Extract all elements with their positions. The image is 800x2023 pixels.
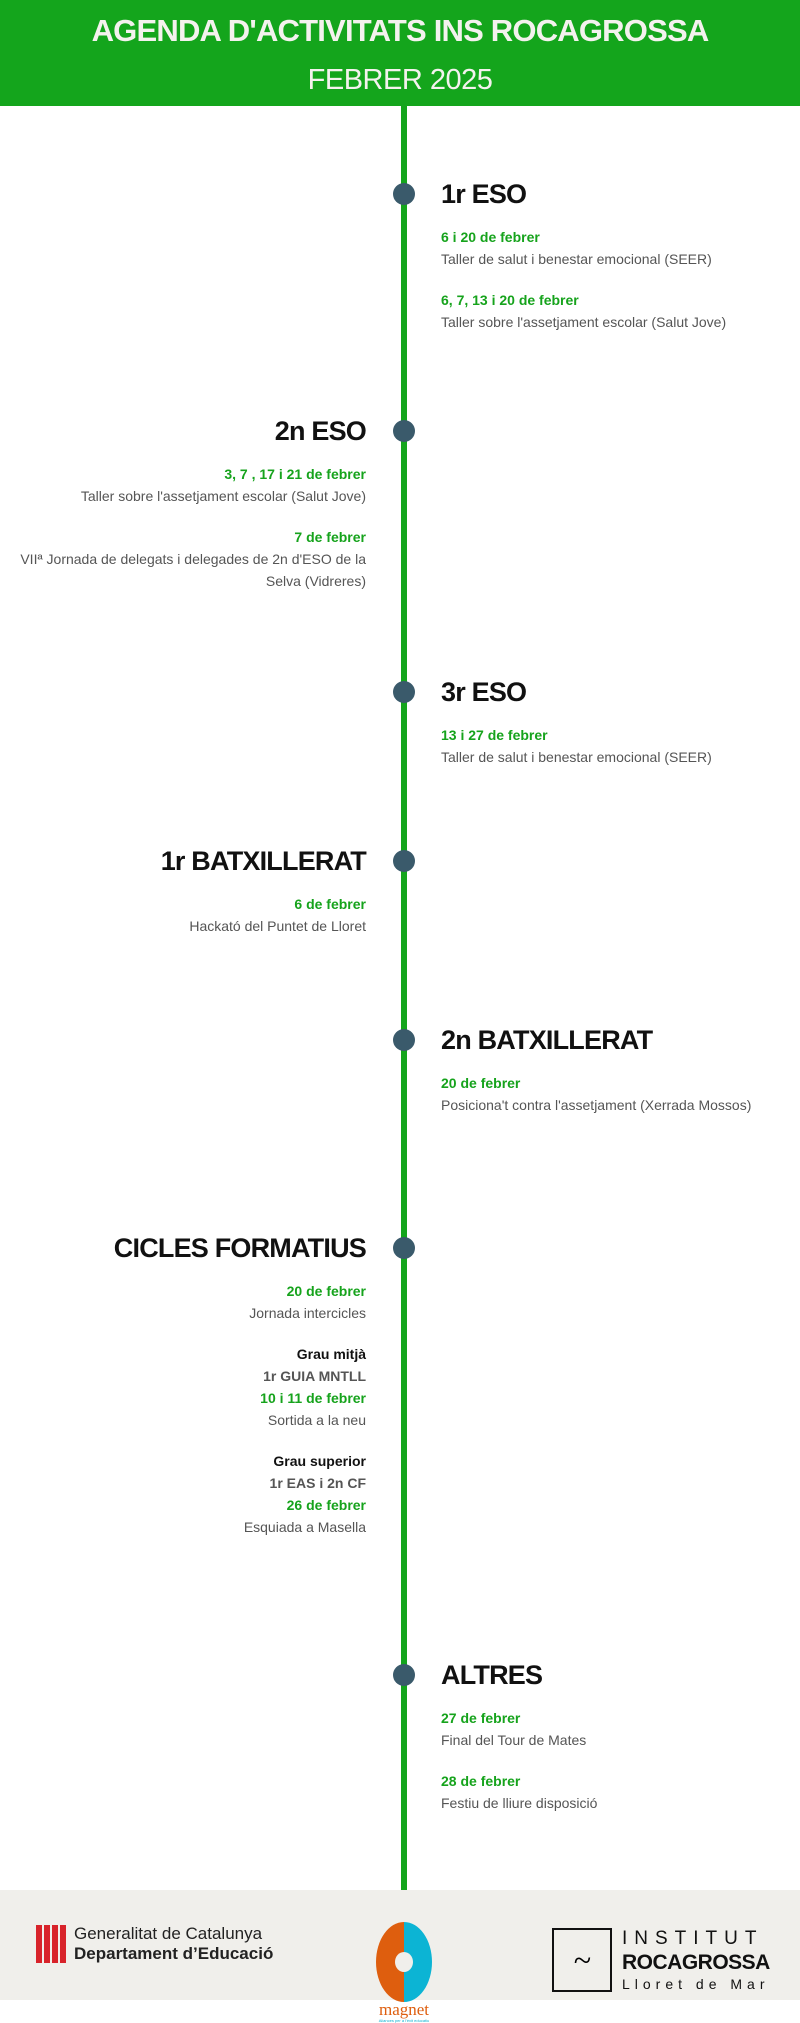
institut-location: Lloret de Mar	[622, 1976, 770, 1992]
institut-label: INSTITUT	[622, 1928, 764, 1949]
activity-desc: Taller de salut i benestar emocional (SE…	[441, 251, 712, 267]
activity-desc: Sortida a la neu	[267, 1412, 366, 1428]
activity-label: Grau mitjà	[296, 1346, 366, 1362]
magnet-ring-icon	[376, 1922, 432, 2002]
activity-sub: 1r GUIA MNTLL	[263, 1368, 366, 1384]
activity-desc: Final del Tour de Mates	[441, 1732, 587, 1748]
section-heading: 2n ESO	[274, 416, 367, 446]
section-heading: 1r BATXILLERAT	[160, 846, 367, 876]
activity-date: 6 i 20 de febrer	[441, 229, 540, 245]
timeline-dot	[393, 1029, 415, 1051]
timeline-line	[401, 106, 407, 1892]
magnet-logo: magnet Aliances per a l'èxit educatiu	[376, 1922, 432, 2023]
activity-desc: VIIª Jornada de delegats i delegades de …	[20, 551, 366, 589]
activity-desc: Taller de salut i benestar emocional (SE…	[441, 749, 712, 765]
activity-desc: Jornada intercicles	[249, 1305, 366, 1321]
timeline-dot	[393, 183, 415, 205]
activity-desc: Taller sobre l'assetjament escolar (Salu…	[441, 314, 727, 330]
activity-date: 27 de febrer	[441, 1710, 521, 1726]
activity-date: 10 i 11 de febrer	[260, 1390, 366, 1406]
section-heading: 2n BATXILLERAT	[441, 1025, 653, 1055]
timeline-dot	[393, 850, 415, 872]
activity-sub: 1r EAS i 2n CF	[269, 1475, 366, 1491]
timeline-dot	[393, 1237, 415, 1259]
activity-desc: Taller sobre l'assetjament escolar (Salu…	[80, 488, 366, 504]
activity-date: 26 de febrer	[286, 1497, 366, 1513]
department-name: Departament d’Educació	[74, 1944, 274, 1963]
timeline-dot	[393, 1664, 415, 1686]
section-heading: ALTRES	[441, 1660, 543, 1690]
header: AGENDA D'ACTIVITATS INS ROCAGROSSA FEBRE…	[0, 0, 800, 106]
activity-date: 13 i 27 de febrer	[441, 727, 548, 743]
institut-logo: ~ INSTITUT ROCAGROSSA Lloret de Mar	[552, 1928, 770, 1992]
section-heading: 1r ESO	[441, 179, 527, 209]
activity-date: 28 de febrer	[441, 1773, 521, 1789]
activity-desc: Hackató del Puntet de Lloret	[189, 918, 366, 934]
activity-date: 7 de febrer	[294, 529, 366, 545]
generalitat-name: Generalitat de Catalunya	[74, 1924, 263, 1943]
timeline-dot	[393, 420, 415, 442]
institut-emblem-icon: ~	[552, 1928, 612, 1992]
activity-item: Grau mitjà 1r GUIA MNTLL 10 i 11 de febrer…	[16, 1343, 366, 1431]
activity-desc: Festiu de lliure disposició	[441, 1795, 598, 1811]
page-subtitle: FEBRER 2025	[307, 64, 493, 96]
institut-name: ROCAGROSSA	[622, 1951, 770, 1974]
timeline-dot	[393, 681, 415, 703]
footer: Generalitat de Catalunya Departament d’E…	[0, 1890, 800, 2023]
magnet-name: magnet	[378, 2000, 430, 2019]
page-title: AGENDA D'ACTIVITATS INS ROCAGROSSA	[91, 13, 710, 48]
generalitat-logo: Generalitat de Catalunya Departament d’E…	[36, 1924, 273, 1964]
activity-desc: Esquiada a Masella	[243, 1519, 366, 1535]
activity-date: 6 de febrer	[294, 896, 366, 912]
activity-label: Grau superior	[273, 1453, 366, 1469]
activity-date: 20 de febrer	[441, 1075, 521, 1091]
activity-date: 3, 7 , 17 i 21 de febrer	[224, 466, 366, 482]
activity-date: 6, 7, 13 i 20 de febrer	[441, 292, 579, 308]
section-heading: 3r ESO	[441, 677, 527, 707]
section-heading: CICLES FORMATIUS	[113, 1233, 367, 1263]
activity-date: 20 de febrer	[286, 1283, 366, 1299]
magnet-tagline: Aliances per a l'èxit educatiu	[378, 2018, 430, 2023]
senyera-icon	[36, 1925, 66, 1963]
activity-desc: Posiciona't contra l'assetjament (Xerrad…	[441, 1097, 752, 1113]
